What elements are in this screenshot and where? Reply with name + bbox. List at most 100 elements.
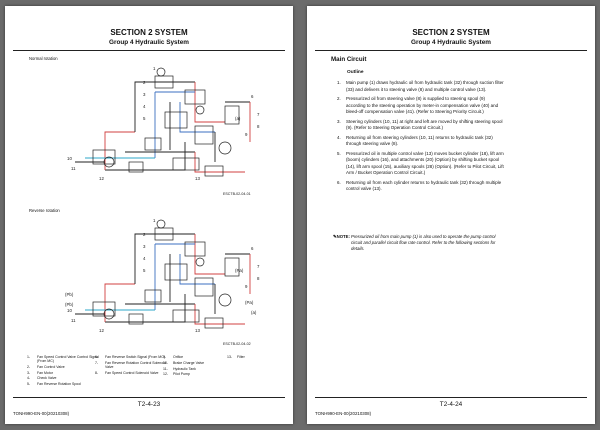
group-title: Group 4 Hydraulic System <box>109 39 189 46</box>
diagram-callout: 2 <box>143 232 146 237</box>
diagram-callout: 13 <box>195 176 200 181</box>
circuit-line <box>194 304 245 325</box>
diagram-callout: 12 <box>99 328 104 333</box>
circuit-line <box>194 152 245 173</box>
diagram-callout: 7 <box>257 264 260 269</box>
valve-block <box>204 165 224 177</box>
circuit-line <box>194 234 225 275</box>
outline-steps: 1.Main pump (1) draws hydraulic oil from… <box>337 80 505 196</box>
pump-symbol <box>218 293 232 307</box>
valve-block <box>154 75 174 89</box>
list-item: 5.Pressurized oil in multiple control va… <box>337 150 504 176</box>
diagram-callout: (Pa) <box>235 268 244 273</box>
valve-block <box>92 149 116 165</box>
pump-symbol <box>195 257 205 267</box>
legend-item: 7-Fan Reverse Rotation Control Solenoid … <box>95 360 166 369</box>
diagram-callout: (a) <box>251 310 257 315</box>
diagram-callout: (Pb) <box>65 292 74 297</box>
pump-symbol <box>156 67 166 77</box>
pump-symbol <box>103 156 115 168</box>
valve-block <box>172 157 200 171</box>
diagram-callout: (Pa) <box>245 300 254 305</box>
diagram-callout: 8 <box>257 276 260 281</box>
note-block: ✎NOTE: Pressurized oil from main pump (1… <box>333 234 505 253</box>
pump-symbol <box>103 308 115 320</box>
valve-block <box>194 125 214 145</box>
valve-block <box>224 105 240 125</box>
diagram-callout: 3 <box>143 92 146 97</box>
valve-block <box>224 257 240 277</box>
valve-block <box>128 161 144 173</box>
legend-item: 8-Fan Speed Control Solenoid Valve <box>95 370 159 375</box>
list-item: 2.Pressurized oil from steering valve (8… <box>337 95 499 115</box>
diagram-callout: 12 <box>99 176 104 181</box>
diagram-callout: 4 <box>143 256 146 261</box>
footer-rule <box>13 397 285 398</box>
circuit-line <box>134 81 195 132</box>
diagram-callout: 11 <box>71 318 76 323</box>
valve-block <box>144 289 162 303</box>
valve-block <box>194 277 214 297</box>
diagram-callout: (a) <box>235 116 241 121</box>
diagram-callout: 9 <box>245 284 248 289</box>
list-item: 1.Main pump (1) draws hydraulic oil from… <box>337 80 504 92</box>
legend-item: 12-Pilot Pump <box>163 372 190 377</box>
diagram-callout: 7 <box>257 112 260 117</box>
valve-block <box>92 301 116 317</box>
figure2-label: Reverse rotation <box>29 208 60 213</box>
diagram-callout: 1 <box>153 66 156 71</box>
legend-item: 6-Fan Reverse Switch Signal (From MC) <box>95 355 165 359</box>
diagram-callout: 5 <box>143 268 146 273</box>
pump-symbol <box>156 219 166 229</box>
outline-subheading: Outline <box>347 70 364 75</box>
valve-block <box>154 227 174 241</box>
legend-item: 3-Fan Motor <box>27 370 53 375</box>
valve-block <box>144 137 162 151</box>
circuit-line <box>104 131 135 170</box>
valve-block <box>128 313 144 325</box>
diagram-callout: 10 <box>67 308 72 313</box>
legend-item: 1-Fan Speed Control Valve Control Signal… <box>27 355 99 363</box>
footer-code: TONH990-EN-00(20210308) <box>13 411 70 416</box>
diagram-callout: 9 <box>245 132 248 137</box>
pump-symbol <box>195 105 205 115</box>
figure1-code: ESCTB-02-04-01 <box>223 192 251 196</box>
pencil-icon: ✎ <box>333 234 337 239</box>
circuit-line <box>134 233 195 284</box>
figure1-label: Normal rotation <box>29 56 58 61</box>
legend-item: 10-Brake Charge Valve <box>163 360 205 365</box>
valve-block <box>172 309 200 323</box>
diagram-callout: 1 <box>153 218 156 223</box>
header-rule <box>315 50 587 51</box>
note-label: ✎NOTE: <box>333 234 350 239</box>
left-page: SECTION 2 SYSTEM Group 4 Hydraulic Syste… <box>5 6 293 424</box>
diagram-callout: 6 <box>251 246 254 251</box>
section-title: SECTION 2 SYSTEM <box>110 28 188 37</box>
diagram-callout: 4 <box>143 104 146 109</box>
list-item: 6.Returning oil from each cylinder retur… <box>337 179 502 192</box>
diagram-callout: 11 <box>71 166 76 171</box>
diagram-callout: (Pb) <box>65 302 74 307</box>
valve-block <box>164 111 188 129</box>
legend-item: 9-Orifice <box>163 355 184 359</box>
footer-rule <box>315 397 587 398</box>
diagram-callout: 6 <box>251 94 254 99</box>
legend-item: 2-Fan Control Valve <box>27 364 65 369</box>
diagram-callout: 5 <box>143 116 146 121</box>
list-item: 3.Steering cylinders (10, 11) at right a… <box>337 118 503 131</box>
legend-item: 13-Filter <box>227 355 245 359</box>
legend-item: 5-Fan Reverse Rotation Spool <box>27 382 81 387</box>
group-title: Group 4 Hydraulic System <box>411 39 491 46</box>
section-title: SECTION 2 SYSTEM <box>412 28 490 37</box>
pump-symbol <box>218 141 232 155</box>
main-circuit-heading: Main Circuit <box>331 56 367 63</box>
page-number: T2-4-24 <box>439 401 463 408</box>
diagram-callout: 13 <box>195 328 200 333</box>
circuit-line <box>194 82 225 123</box>
valve-block <box>204 317 224 329</box>
figure2-code: ESCTB-02-04-02 <box>223 342 251 346</box>
circuit-line <box>104 283 135 322</box>
diagram-callout: 8 <box>257 124 260 129</box>
